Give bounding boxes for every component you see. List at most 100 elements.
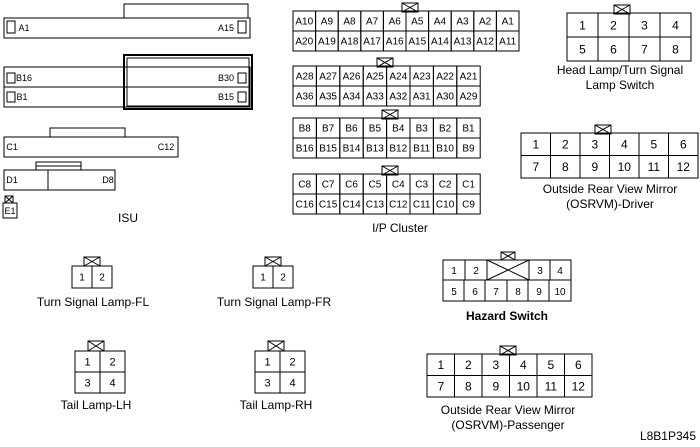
head-lamp-pin-label: 5 — [579, 42, 586, 56]
isu-caption: ISU — [117, 211, 138, 225]
osrvm-passenger-pin-label: 6 — [575, 358, 582, 372]
osrvm-passenger-pin-label: 9 — [492, 380, 499, 394]
tail-lh-pin-label: 1 — [84, 357, 90, 369]
osrvm-passenger-pin-label: 10 — [517, 380, 531, 394]
ip-c-pin-label: C1 — [462, 180, 475, 191]
osrvm-passenger-caption-line1: Outside Rear View Mirror — [440, 403, 576, 417]
ip-c-pin-label: C4 — [392, 180, 405, 191]
ip-c-pin-label: C8 — [298, 180, 311, 191]
osrvm-driver-pin-label: 9 — [591, 160, 598, 174]
ip-b-pin-label: B4 — [392, 124, 405, 135]
turn-signal-fr-caption: Turn Signal Lamp-FR — [216, 295, 332, 309]
ip-a2-pin-label: A26 — [343, 72, 361, 83]
ip-a-pin-label: A7 — [366, 17, 379, 28]
ip-a-pin-label: A19 — [318, 37, 336, 48]
turn-signal-fl-caption: Turn Signal Lamp-FL — [36, 295, 150, 309]
ip-a-pin-label: A16 — [386, 37, 404, 48]
ip-a-pin-label: A10 — [295, 17, 313, 28]
osrvm-passenger-pin-label: 12 — [572, 380, 586, 394]
tail-lh-pin-label: 3 — [84, 378, 90, 390]
hazard-pin-2: 2 — [473, 266, 479, 277]
osrvm-passenger-pin-label: 11 — [545, 380, 558, 394]
ip-a2-cell — [456, 85, 481, 107]
ip-c-pin-label: C6 — [345, 180, 358, 191]
ip-c-pin-label: C15 — [319, 200, 338, 211]
ip-b-pin-label: B7 — [322, 124, 335, 135]
ip-a-pin-label: A2 — [479, 17, 492, 28]
osrvm-passenger-pin-label: 1 — [437, 358, 444, 372]
ip-b-pin-label: B3 — [416, 124, 429, 135]
ip-a2-pin-label: A27 — [319, 72, 337, 83]
isu-pin-a1: A1 — [18, 23, 29, 33]
ip-b-pin-label: B16 — [296, 144, 314, 155]
osrvm-driver-pin-label: 12 — [677, 160, 691, 174]
tail-lamp-lh-caption: Tail Lamp-LH — [60, 398, 132, 412]
ip-a-pin-label: A14 — [431, 37, 449, 48]
isu-pin-c1: C1 — [6, 142, 18, 152]
ip-b-pin-label: B5 — [369, 124, 382, 135]
ip-c-pin-label: C5 — [369, 180, 382, 191]
turn-fr-pin-label: 2 — [280, 273, 286, 284]
osrvm-driver-pin-label: 8 — [562, 160, 569, 174]
head-lamp-pin-label: 3 — [641, 18, 648, 32]
head-lamp-pin-label: 6 — [610, 42, 617, 56]
ip-c-pin-label: C3 — [415, 180, 428, 191]
osrvm-passenger-pin-label: 8 — [465, 380, 472, 394]
hazard-pin-7: 7 — [493, 287, 499, 298]
osrvm-passenger-pin-label: 3 — [492, 358, 499, 372]
turn-fl-cell — [91, 265, 113, 289]
isu-pin-b15: B15 — [218, 92, 234, 102]
tail-rh-pin-label: 3 — [264, 378, 270, 390]
ip-a-pin-label: A4 — [434, 17, 447, 28]
figure-code: L8B1P345 — [639, 429, 696, 443]
ip-a2-pin-label: A22 — [436, 72, 454, 83]
osrvm-driver-pin-label: 11 — [648, 160, 661, 174]
turn-fl-pin-label: 2 — [99, 273, 105, 284]
ip-a-pin-label: A12 — [476, 37, 494, 48]
osrvm-driver-caption-line1: Outside Rear View Mirror — [542, 182, 678, 196]
tail-rh-pin-label: 4 — [289, 378, 295, 390]
head-lamp-caption-line1: Head Lamp/Turn Signal — [556, 63, 684, 77]
ip-b-pin-label: B1 — [462, 124, 475, 135]
ip-c-pin-label: C2 — [439, 180, 452, 191]
head-lamp-pin-label: 7 — [641, 42, 648, 56]
osrvm-driver-pin-label: 4 — [621, 138, 628, 152]
osrvm-driver-pin-label: 2 — [562, 138, 569, 152]
isu-pin-b1: B1 — [16, 92, 27, 102]
hazard-pin-8: 8 — [515, 287, 521, 298]
ip-a-pin-label: A6 — [389, 17, 402, 28]
ip-a-pin-label: A11 — [499, 37, 516, 48]
ip-a2-pin-label: A36 — [296, 92, 314, 103]
ip-c-pin-label: C10 — [436, 200, 455, 211]
ip-a2-pin-label: A35 — [319, 92, 337, 103]
head-lamp-caption-line2: Lamp Switch — [585, 78, 655, 92]
osrvm-driver-pin-label: 7 — [532, 160, 539, 174]
ip-b-pin-label: B8 — [299, 124, 312, 135]
ip-c-pin-label: C12 — [389, 200, 408, 211]
ip-b-pin-label: B15 — [319, 144, 337, 155]
ip-a2-pin-label: A23 — [413, 72, 431, 83]
osrvm-driver-pin-label: 10 — [618, 160, 632, 174]
hazard-pin-3: 3 — [537, 266, 543, 277]
ip-a2-pin-label: A32 — [389, 92, 407, 103]
ip-c-pin-label: C13 — [366, 200, 385, 211]
ip-b-pin-label: B2 — [439, 124, 452, 135]
osrvm-driver-cell — [668, 155, 699, 179]
ip-a2-pin-label: A29 — [460, 92, 478, 103]
hazard-pin-6: 6 — [472, 287, 478, 298]
osrvm-passenger-pin-label: 2 — [465, 358, 472, 372]
ip-b-pin-label: B12 — [389, 144, 407, 155]
ip-cluster-caption: I/P Cluster — [372, 221, 428, 235]
ip-c-pin-label: C9 — [462, 200, 475, 211]
head-lamp-pin-label: 8 — [672, 42, 679, 56]
ip-b-pin-label: B6 — [345, 124, 358, 135]
